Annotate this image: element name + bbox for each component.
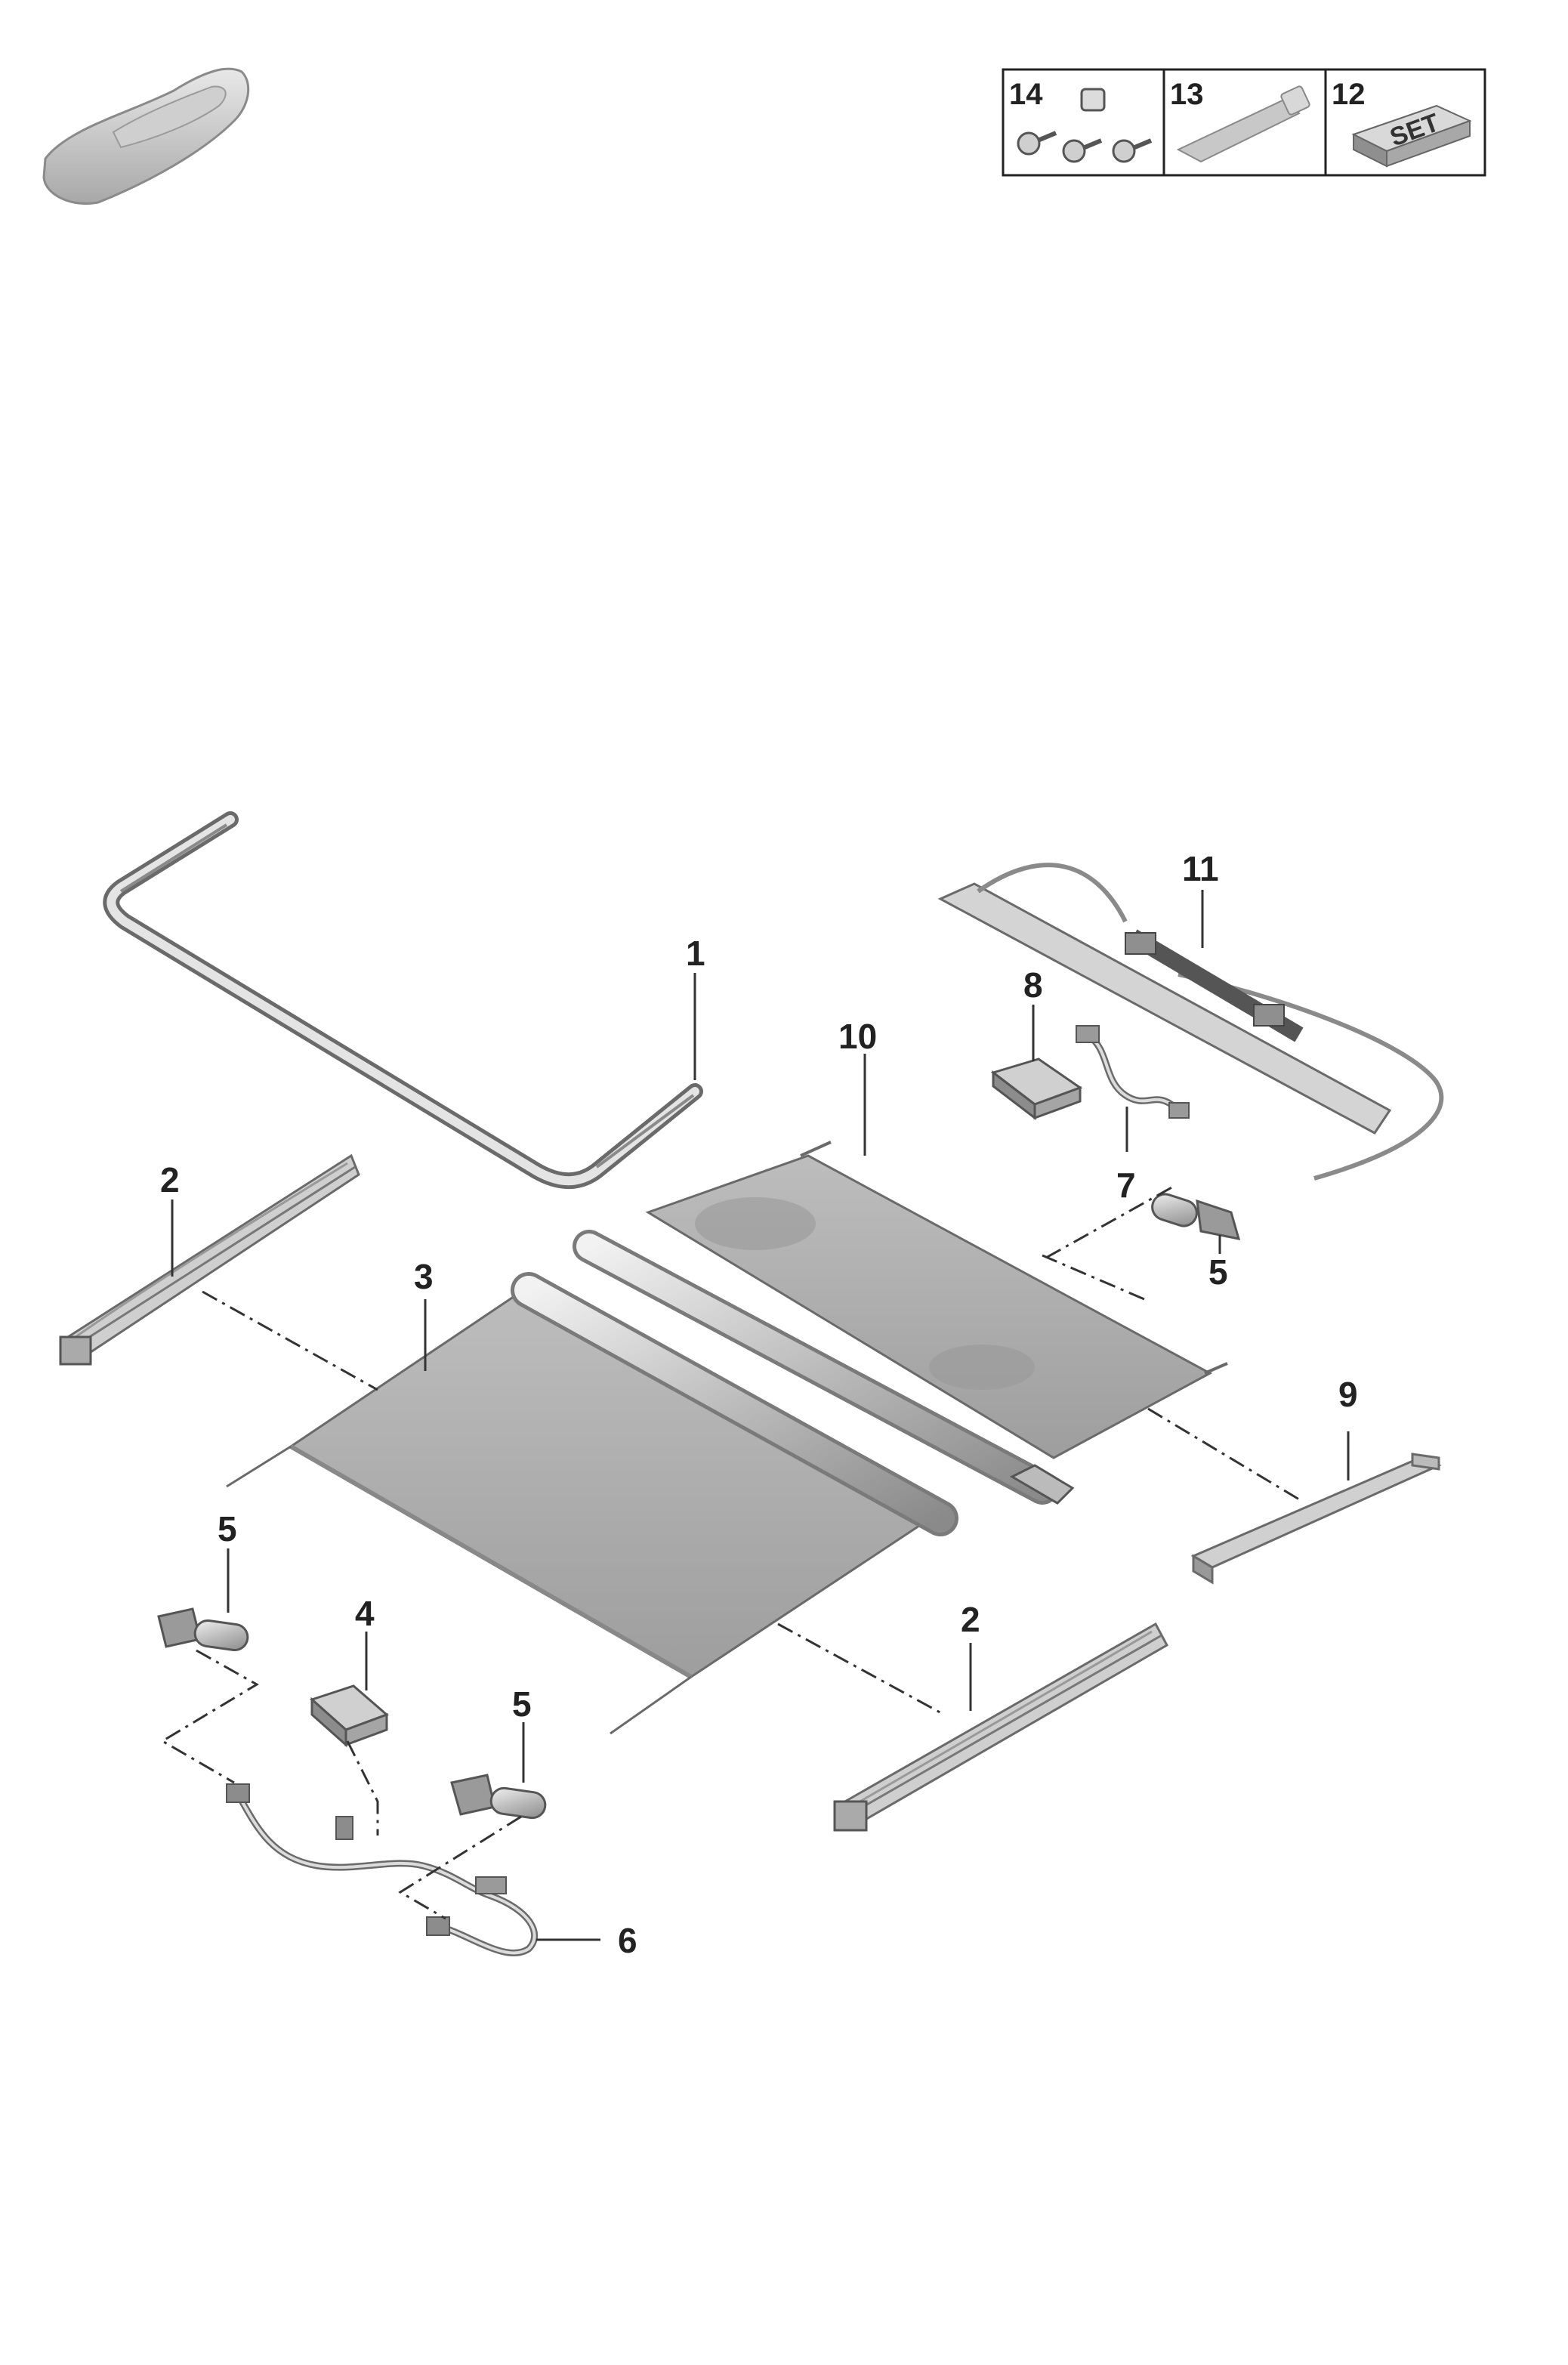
callout-9: 9 bbox=[1338, 1375, 1358, 1414]
box-item-12-number: 12 bbox=[1332, 78, 1366, 111]
vehicle-thumbnail bbox=[42, 67, 250, 205]
callout-5b: 5 bbox=[218, 1509, 237, 1548]
box-item-14-number: 14 bbox=[1009, 78, 1043, 111]
part-5-motor-upper-right bbox=[1151, 1193, 1241, 1240]
callout-1: 1 bbox=[686, 934, 705, 973]
callout-2b: 2 bbox=[961, 1600, 980, 1639]
callout-6: 6 bbox=[618, 1921, 637, 1960]
accessory-parts-box: 14 13 12 SET bbox=[1002, 68, 1486, 177]
part-9-strip bbox=[1190, 1453, 1442, 1585]
part-8-control-unit bbox=[990, 1057, 1083, 1121]
callout-5c: 5 bbox=[512, 1684, 532, 1724]
part-7-harness bbox=[1076, 1025, 1190, 1119]
callout-5a: 5 bbox=[1208, 1252, 1228, 1292]
callout-10: 10 bbox=[838, 1017, 877, 1056]
clip-and-screws-icon bbox=[1017, 88, 1153, 163]
part-6-harness bbox=[226, 1783, 539, 1956]
part-11-rear-crossmember bbox=[937, 863, 1444, 1181]
part-10-rear-shade bbox=[573, 1141, 1228, 1505]
part-1-frame bbox=[103, 811, 703, 1190]
part-5-motor-lower-middle bbox=[450, 1774, 547, 1820]
callout-3: 3 bbox=[414, 1257, 434, 1296]
part-5-motor-lower-left bbox=[157, 1607, 249, 1652]
part-2-left-rail bbox=[59, 1153, 360, 1366]
callout-2a: 2 bbox=[160, 1160, 180, 1199]
part-4-control-unit bbox=[310, 1684, 389, 1748]
callout-8: 8 bbox=[1023, 965, 1043, 1005]
callout-7: 7 bbox=[1116, 1166, 1136, 1205]
callout-4: 4 bbox=[355, 1594, 375, 1633]
part-2-right-rail bbox=[833, 1622, 1169, 1832]
box-item-13-number: 13 bbox=[1170, 78, 1204, 111]
callout-11: 11 bbox=[1182, 849, 1219, 888]
assembly-lines bbox=[160, 1184, 1300, 1920]
grease-tube-icon bbox=[1176, 85, 1310, 163]
part-3-front-shade bbox=[226, 1272, 958, 1735]
